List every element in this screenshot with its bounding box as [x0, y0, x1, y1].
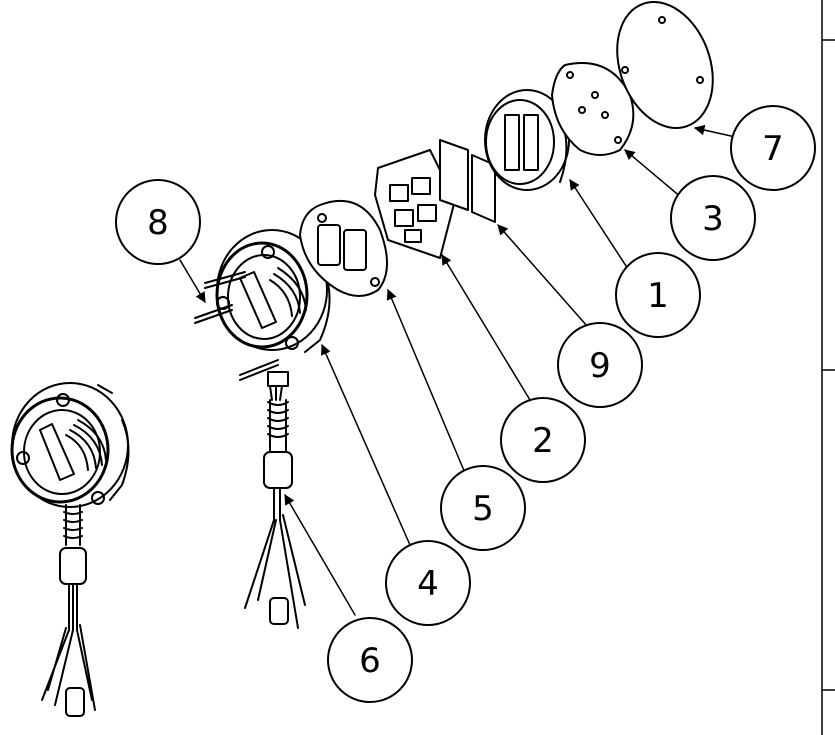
screws: [194, 271, 279, 381]
balloon-3: 3: [670, 175, 756, 261]
balloon-3-label: 3: [702, 199, 724, 239]
foam-pads: [439, 139, 496, 223]
balloon-6: 6: [327, 617, 413, 703]
balloon-5: 5: [440, 465, 526, 551]
balloon-4-label: 4: [417, 564, 439, 604]
balloon-6-label: 6: [359, 641, 381, 681]
pcb-board: [374, 149, 456, 259]
rear-housing: [484, 89, 570, 191]
assembled-sensor: [10, 382, 130, 717]
balloon-1-label: 1: [647, 276, 669, 316]
drawing-frame: [821, 0, 835, 735]
balloon-5-label: 5: [472, 489, 494, 529]
front-housing: [215, 229, 331, 353]
balloon-9-label: 9: [589, 346, 611, 386]
gasket-plate: [299, 200, 389, 297]
mounting-plate: [551, 62, 635, 156]
balloon-8-label: 8: [147, 203, 169, 243]
balloon-4: 4: [385, 540, 471, 626]
cable-assembly: [244, 371, 306, 629]
balloon-8: 8: [115, 179, 201, 265]
balloon-2: 2: [500, 397, 586, 483]
leader-lines: [179, 124, 741, 616]
balloon-7: 7: [730, 105, 816, 191]
balloon-7-label: 7: [762, 129, 784, 169]
balloon-9: 9: [557, 322, 643, 408]
cover-disc: [616, 1, 714, 129]
balloon-2-label: 2: [532, 421, 554, 461]
balloon-1: 1: [615, 252, 701, 338]
